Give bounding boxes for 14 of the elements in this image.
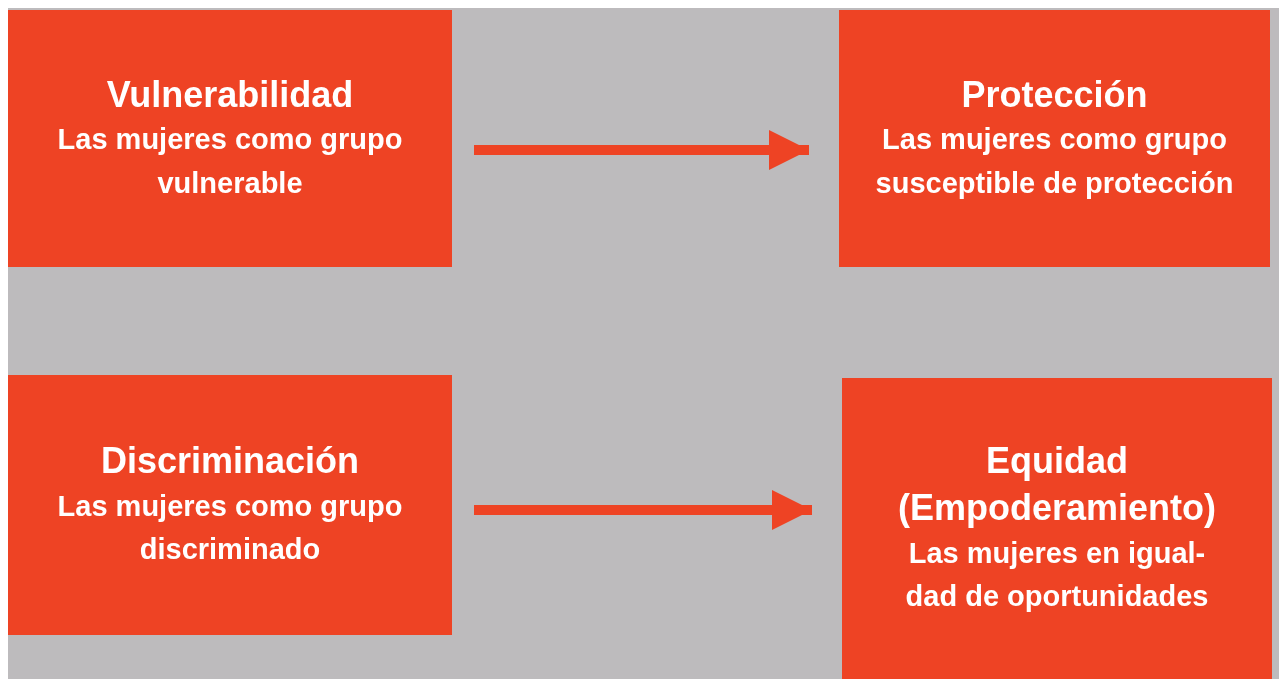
process-box [839,10,1270,267]
box-heading: Vulnerabilidad [106,72,354,117]
box-text: Las mujeres en igual- dad de oportunidades [904,535,1210,615]
box-heading: Discriminación [100,439,360,484]
box-heading: Equidad (Empoderamiento) [897,439,1217,530]
box-heading: Protección [961,72,1148,117]
arrow [474,130,809,170]
box-text: Las mujeres como grupo discriminado [56,488,404,568]
box-text: Las mujeres como grupo vulnerable [56,122,404,201]
box-text: Las mujeres como grupo susceptible de protección [874,122,1235,201]
process-box [8,375,452,635]
process-box [8,10,452,267]
arrow [474,490,812,530]
process-box [842,378,1272,679]
